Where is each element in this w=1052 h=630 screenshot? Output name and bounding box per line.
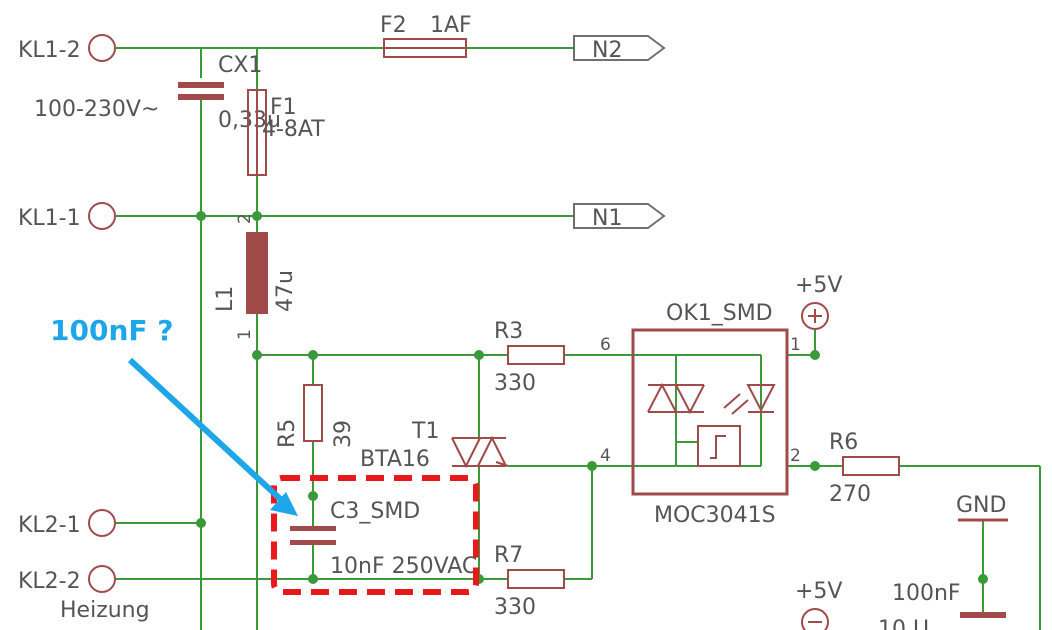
- supply-label: +5V: [795, 579, 842, 604]
- part-name: R7: [494, 543, 523, 568]
- mains-voltage-note: 100-230V~: [34, 97, 159, 122]
- part-name: R6: [829, 430, 858, 455]
- part-name: R3: [494, 319, 523, 344]
- supply-label: GND: [956, 493, 1006, 518]
- net-label-n1: N1: [573, 203, 666, 231]
- part-value: 47u: [273, 270, 298, 312]
- pin-number: 6: [600, 335, 611, 355]
- connector-kl2-1: KL2-1: [18, 509, 116, 538]
- wires: [116, 47, 1041, 630]
- supply-gnd: GND: [956, 493, 1008, 522]
- connector-label: KL2-1: [18, 513, 81, 538]
- part-value: 330: [494, 595, 536, 620]
- part-value: 10nF 250VAC: [330, 554, 477, 579]
- pin-number: 4: [600, 446, 611, 466]
- resistor-r3: R3 330: [494, 319, 565, 396]
- part-value: 0,33u: [218, 108, 281, 133]
- pin-number: 1: [790, 335, 801, 355]
- part-name: CX1: [218, 53, 262, 78]
- connector-label: KL1-2: [18, 38, 81, 63]
- part-name: F2: [380, 13, 407, 38]
- part-value: 100nF: [892, 581, 961, 606]
- part-value: 1AF: [430, 13, 472, 38]
- resistor-r6: R6 270: [829, 430, 900, 507]
- net-label-text: N2: [592, 38, 622, 63]
- part-name: R5: [275, 419, 300, 448]
- part-name: L1: [213, 286, 238, 312]
- resistor-r7: R7 330: [494, 543, 565, 620]
- fuse-f2: F2 1AF: [380, 13, 472, 58]
- supply-label: +5V: [795, 273, 842, 298]
- connector-kl1-2: KL1-2: [18, 34, 116, 63]
- fuse-f1: F1 4-8AT: [247, 89, 325, 176]
- highlight-box: [271, 475, 479, 595]
- resistor-r5: R5 39: [275, 384, 356, 448]
- part-value: 330: [494, 371, 536, 396]
- net-label-text: N1: [592, 206, 622, 231]
- part-name: F1: [270, 95, 297, 120]
- connector-kl1-1: KL1-1: [18, 202, 116, 231]
- part-value: BTA16: [360, 447, 430, 472]
- part-name: C3_SMD: [330, 499, 420, 524]
- connector-label: KL1-1: [18, 206, 81, 231]
- pin-number: 1: [235, 329, 255, 340]
- capacitor-bottom-right: 100nF 10 U: [878, 581, 1006, 630]
- heizung-note: Heizung: [60, 598, 150, 623]
- supply-5v-top: +5V: [795, 273, 842, 330]
- connector-label: KL2-2: [18, 569, 81, 594]
- connector-kl2-2: KL2-2: [18, 565, 116, 594]
- optocoupler-ok1: OK1_SMD MOC3041S 6 4 1 2: [600, 301, 801, 528]
- supply-5v-bottom: +5V: [795, 579, 842, 630]
- capacitor-cx1: CX1 0,33u: [178, 53, 281, 133]
- part-name: T1: [411, 419, 439, 444]
- callout-arrow: [127, 357, 298, 516]
- pin-number: 2: [235, 213, 255, 224]
- net-label-n2: N2: [573, 35, 666, 63]
- part-value-partial: 10 U: [878, 617, 929, 630]
- part-name: OK1_SMD: [666, 301, 773, 326]
- pin-number: 2: [790, 446, 801, 466]
- part-value: 39: [331, 420, 356, 448]
- part-value: 4-8AT: [262, 117, 325, 142]
- part-value: MOC3041S: [654, 503, 776, 528]
- callout-text: 100nF ?: [50, 314, 174, 347]
- capacitor-c3: C3_SMD 10nF 250VAC: [290, 499, 477, 579]
- triac-t1: T1 BTA16: [360, 419, 509, 472]
- inductor-l1: 2 1 L1 47u: [213, 213, 298, 340]
- part-value: 270: [829, 482, 871, 507]
